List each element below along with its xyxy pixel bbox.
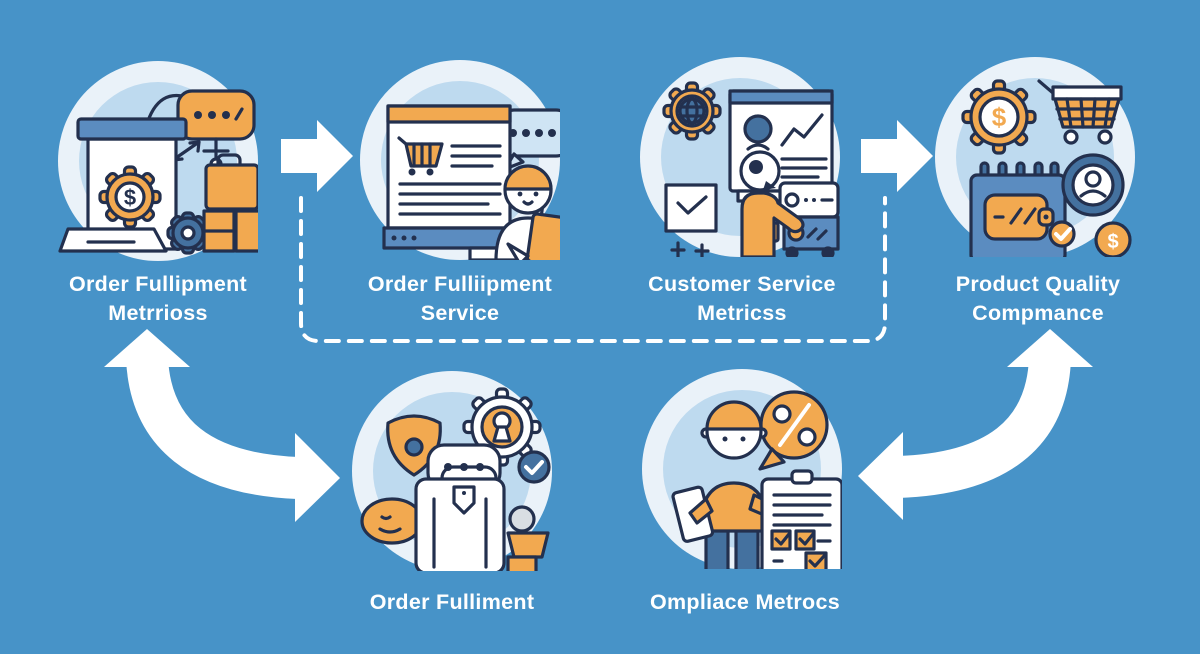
node-circle: $ [935,57,1135,257]
node-circle [352,371,552,571]
check-badge-icon [1048,220,1076,248]
stacked-boxes-icon [202,153,258,253]
checkbox-icon [770,529,792,551]
customer-service-metrics-illustration [662,81,840,257]
node-order-fulfillment-metrics: $ [58,61,258,261]
svg-text:$: $ [992,102,1007,132]
node-label: Order Fulliipment Service [310,270,610,328]
user-badge-icon [1061,153,1125,217]
node-order-fulfillment-service [360,60,560,260]
compliance-metrics-illustration [671,390,842,569]
calendar-icon [969,161,1067,257]
node-circle [360,60,560,260]
order-fulfillment-metrics-illustration: $ [58,89,258,255]
node-customer-service-metrics [640,57,840,257]
node-compliance-metrics [642,369,842,569]
product-quality-compliance-illustration: $ [961,79,1132,257]
node-label: Customer Service Metricss [592,270,892,328]
avatar-icon [743,114,773,144]
dollar-coin-icon: $ [1094,221,1132,257]
label-line: Metrrioss [108,301,208,325]
checked-box-icon [664,183,718,257]
checkbox-icon [804,551,828,569]
label-line: Compmance [972,301,1104,325]
svg-text:$: $ [1107,231,1118,253]
browser-toolbar-icon [382,226,512,260]
right-arrow-icon [281,120,353,192]
node-label: Order Fullipment Metrrioss [8,270,308,328]
globe-gear-icon [662,81,722,141]
checkbox-icon [794,529,816,551]
node-label: Ompliace Metrocs [595,588,895,617]
node-circle: $ [58,61,258,261]
notepad-icon [525,207,560,260]
compliance-checklist-icon [760,469,842,569]
node-order-fulfillment [352,371,552,571]
label-line: Order Fullipment [68,272,247,296]
node-circle [640,57,840,257]
label-line: Order Fulliipment [367,272,553,296]
price-tag-icon [452,485,476,515]
line-chart-icon [780,113,824,147]
dollar-gear-icon: $ [961,79,1037,155]
person-icon [739,150,805,257]
check-badge-icon [517,450,551,484]
label-line: Ompliace Metrocs [649,590,840,614]
svg-text:$: $ [124,185,136,210]
pillow-icon [360,497,424,545]
percent-bubble-icon [758,390,829,471]
node-circle [642,369,842,569]
label-line: Product Quality [955,272,1121,296]
order-fulfillment-illustration [360,387,551,571]
right-arrow-icon [861,120,933,192]
node-label: Product Quality Compmance [888,270,1188,328]
label-line: Order Fulliment [369,590,535,614]
node-product-quality-compliance: $ [935,57,1135,257]
label-line: Customer Service [648,272,836,296]
shopping-cart-icon [397,136,444,176]
helper-figure-icon [506,505,550,571]
curved-double-arrow-left-icon [104,329,340,522]
storefront-window-icon [386,104,512,230]
paper-ramp-icon [58,227,168,253]
support-person-icon [494,164,560,260]
label-line: Service [420,301,500,325]
keyhole-gear-icon [462,387,542,467]
dollar-gear-icon: $ [98,165,162,229]
shopping-bag-icon [414,465,506,571]
order-fulfillment-service-illustration [382,104,560,260]
chat-bubble-icon [176,89,256,171]
wallet-icon [983,193,1055,241]
gear-icon [166,211,210,255]
shopping-cart-icon [1037,79,1123,145]
node-label: Order Fulliment [302,588,602,617]
curved-double-arrow-right-icon [858,329,1093,520]
label-line: Metricss [697,301,787,325]
